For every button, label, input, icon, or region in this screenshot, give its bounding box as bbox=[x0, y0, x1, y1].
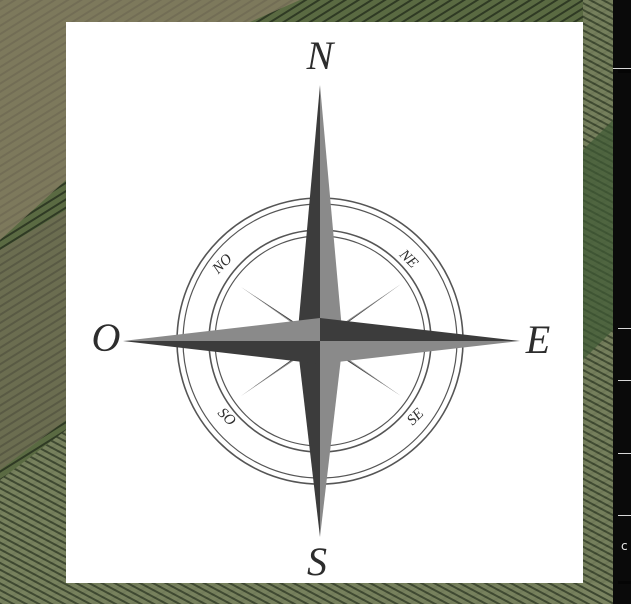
compass-rose bbox=[66, 22, 583, 583]
side-tick bbox=[618, 70, 631, 73]
side-tick bbox=[618, 581, 631, 584]
side-strip-label: c bbox=[621, 540, 628, 552]
label-east: E bbox=[513, 320, 563, 360]
side-tick bbox=[618, 328, 631, 329]
side-tick bbox=[618, 515, 631, 516]
label-south: S bbox=[292, 542, 342, 582]
label-west: O bbox=[81, 318, 131, 358]
side-tick bbox=[618, 453, 631, 454]
compass-rose-panel: N S E O NO NE SO SE bbox=[66, 22, 583, 583]
map-side-strip bbox=[613, 0, 631, 604]
side-tick bbox=[613, 68, 631, 69]
side-tick bbox=[618, 380, 631, 381]
label-north: N bbox=[295, 36, 345, 76]
